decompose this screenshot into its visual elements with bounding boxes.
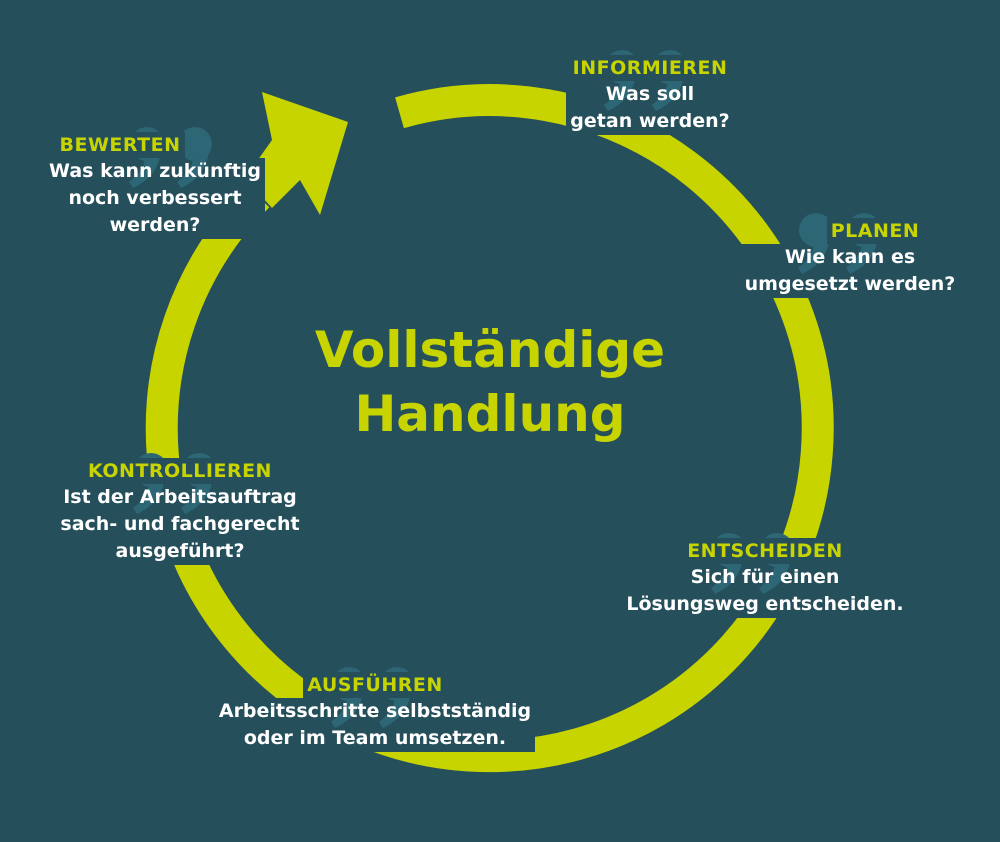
title-line: Handlung [354, 385, 626, 443]
cycle-arrowhead [245, 92, 348, 215]
step-heading: INFORMIEREN [568, 55, 732, 81]
title-line: Vollständige [314, 321, 666, 379]
diagram-title: Vollständige Handlung [240, 318, 740, 446]
step-heading: BEWERTEN [55, 132, 185, 158]
step-heading: ENTSCHEIDEN [683, 538, 847, 564]
step-heading: PLANEN [826, 218, 924, 244]
step-heading: AUSFÜHREN [303, 672, 447, 698]
step-heading: KONTROLLIEREN [84, 458, 276, 484]
